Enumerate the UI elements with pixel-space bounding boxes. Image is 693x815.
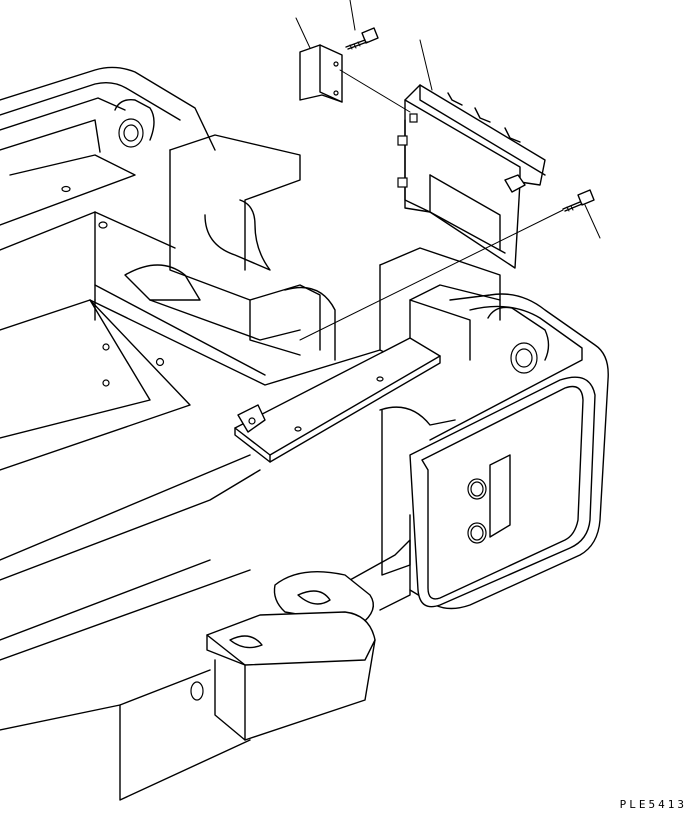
counterweight <box>114 99 609 610</box>
plate-bracket <box>299 44 343 103</box>
drawing-code: PLE5413 <box>619 798 687 811</box>
revolving-frame <box>0 66 381 801</box>
bolt-lower <box>562 189 595 212</box>
leader-lines <box>295 0 601 341</box>
cover-panel <box>397 84 546 269</box>
cross-bracket <box>234 337 441 463</box>
bolt-upper <box>345 27 379 50</box>
towing-hooks <box>190 539 411 741</box>
frame-towers <box>124 134 501 576</box>
